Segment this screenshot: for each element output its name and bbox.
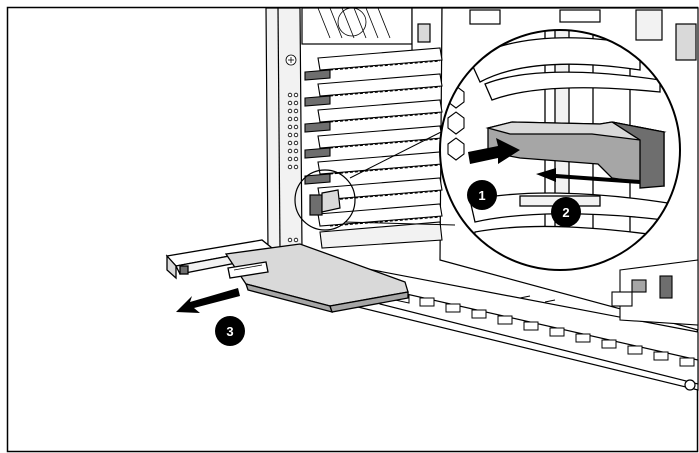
step-label-3: 3	[226, 324, 233, 339]
step-label-2: 2	[562, 205, 569, 220]
push-latch-arrow	[468, 138, 520, 164]
slot-7	[317, 203, 443, 227]
release-arrow	[536, 168, 640, 184]
step-badge-1: 1	[467, 180, 497, 210]
step-badge-2: 2	[551, 197, 581, 227]
fan-grille	[317, 7, 391, 39]
step-label-1: 1	[478, 188, 485, 203]
slot-3	[304, 99, 443, 133]
card-guide-bracket	[519, 259, 699, 326]
hex-holes	[447, 85, 465, 161]
slot-1	[304, 47, 443, 81]
fan-housing	[301, 7, 413, 45]
remove-card-arrow	[176, 288, 240, 313]
expansion-slots	[304, 47, 443, 249]
vent-holes	[285, 54, 299, 243]
latch-callout	[294, 129, 456, 231]
slot-2	[304, 73, 443, 107]
step-badge-3: 3	[215, 316, 245, 346]
expansion-card	[165, 239, 409, 313]
